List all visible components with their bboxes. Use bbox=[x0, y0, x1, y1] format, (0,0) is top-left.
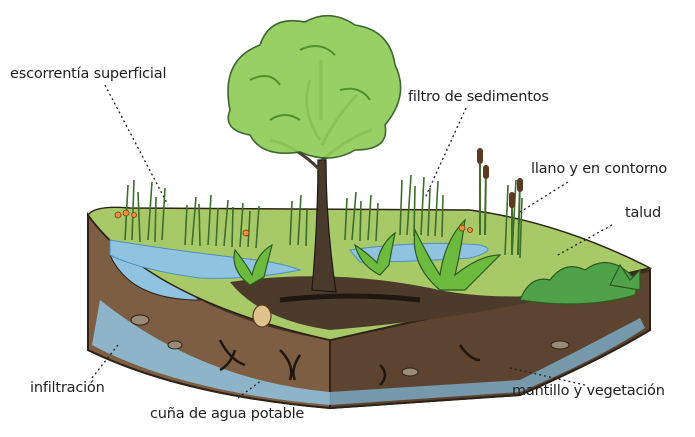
label-freshwater-wedge: cuña de agua potable bbox=[150, 406, 304, 422]
beet-root bbox=[253, 305, 271, 327]
label-sediment-filter: filtro de sedimentos bbox=[408, 89, 549, 105]
label-slope: talud bbox=[625, 205, 661, 221]
label-level-contour: llano y en contorno bbox=[531, 161, 667, 177]
leader-level-contour bbox=[520, 182, 568, 212]
label-surface-runoff: escorrentía superficial bbox=[10, 66, 166, 82]
leader-surface-runoff bbox=[105, 85, 168, 205]
label-infiltration: infiltración bbox=[30, 380, 105, 396]
tree-canopy bbox=[228, 16, 401, 158]
leader-sediment-filter bbox=[425, 108, 466, 198]
label-mulch-vegetation: mantillo y vegetación bbox=[512, 383, 665, 399]
